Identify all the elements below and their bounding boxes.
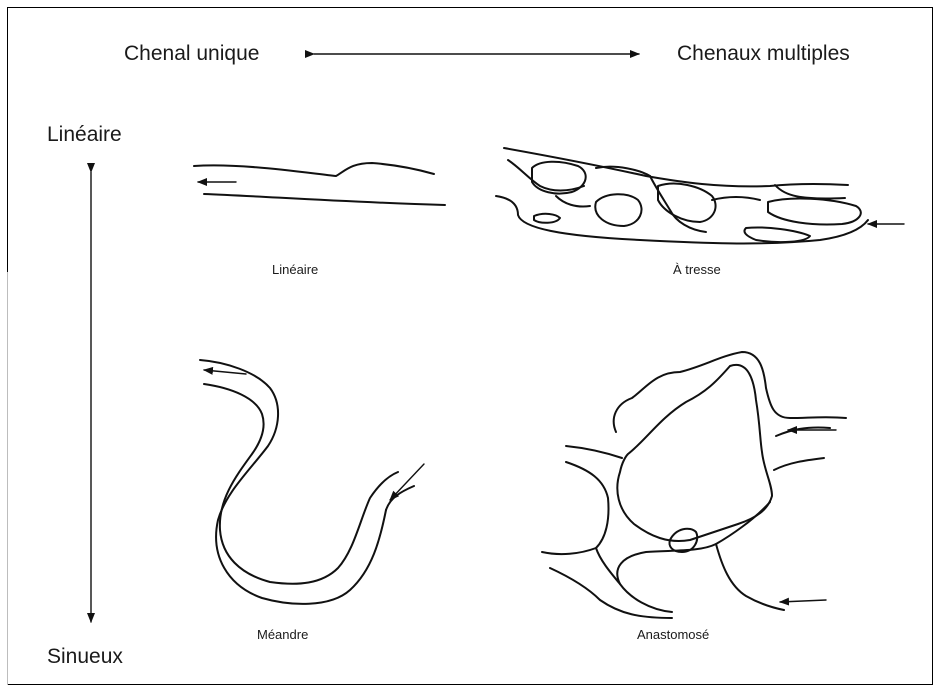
straight-channel-shape — [194, 163, 445, 205]
anastomosed-channel-shape — [542, 352, 846, 618]
meandering-channel-shape — [200, 360, 424, 604]
braided-channel-shape — [496, 148, 904, 243]
